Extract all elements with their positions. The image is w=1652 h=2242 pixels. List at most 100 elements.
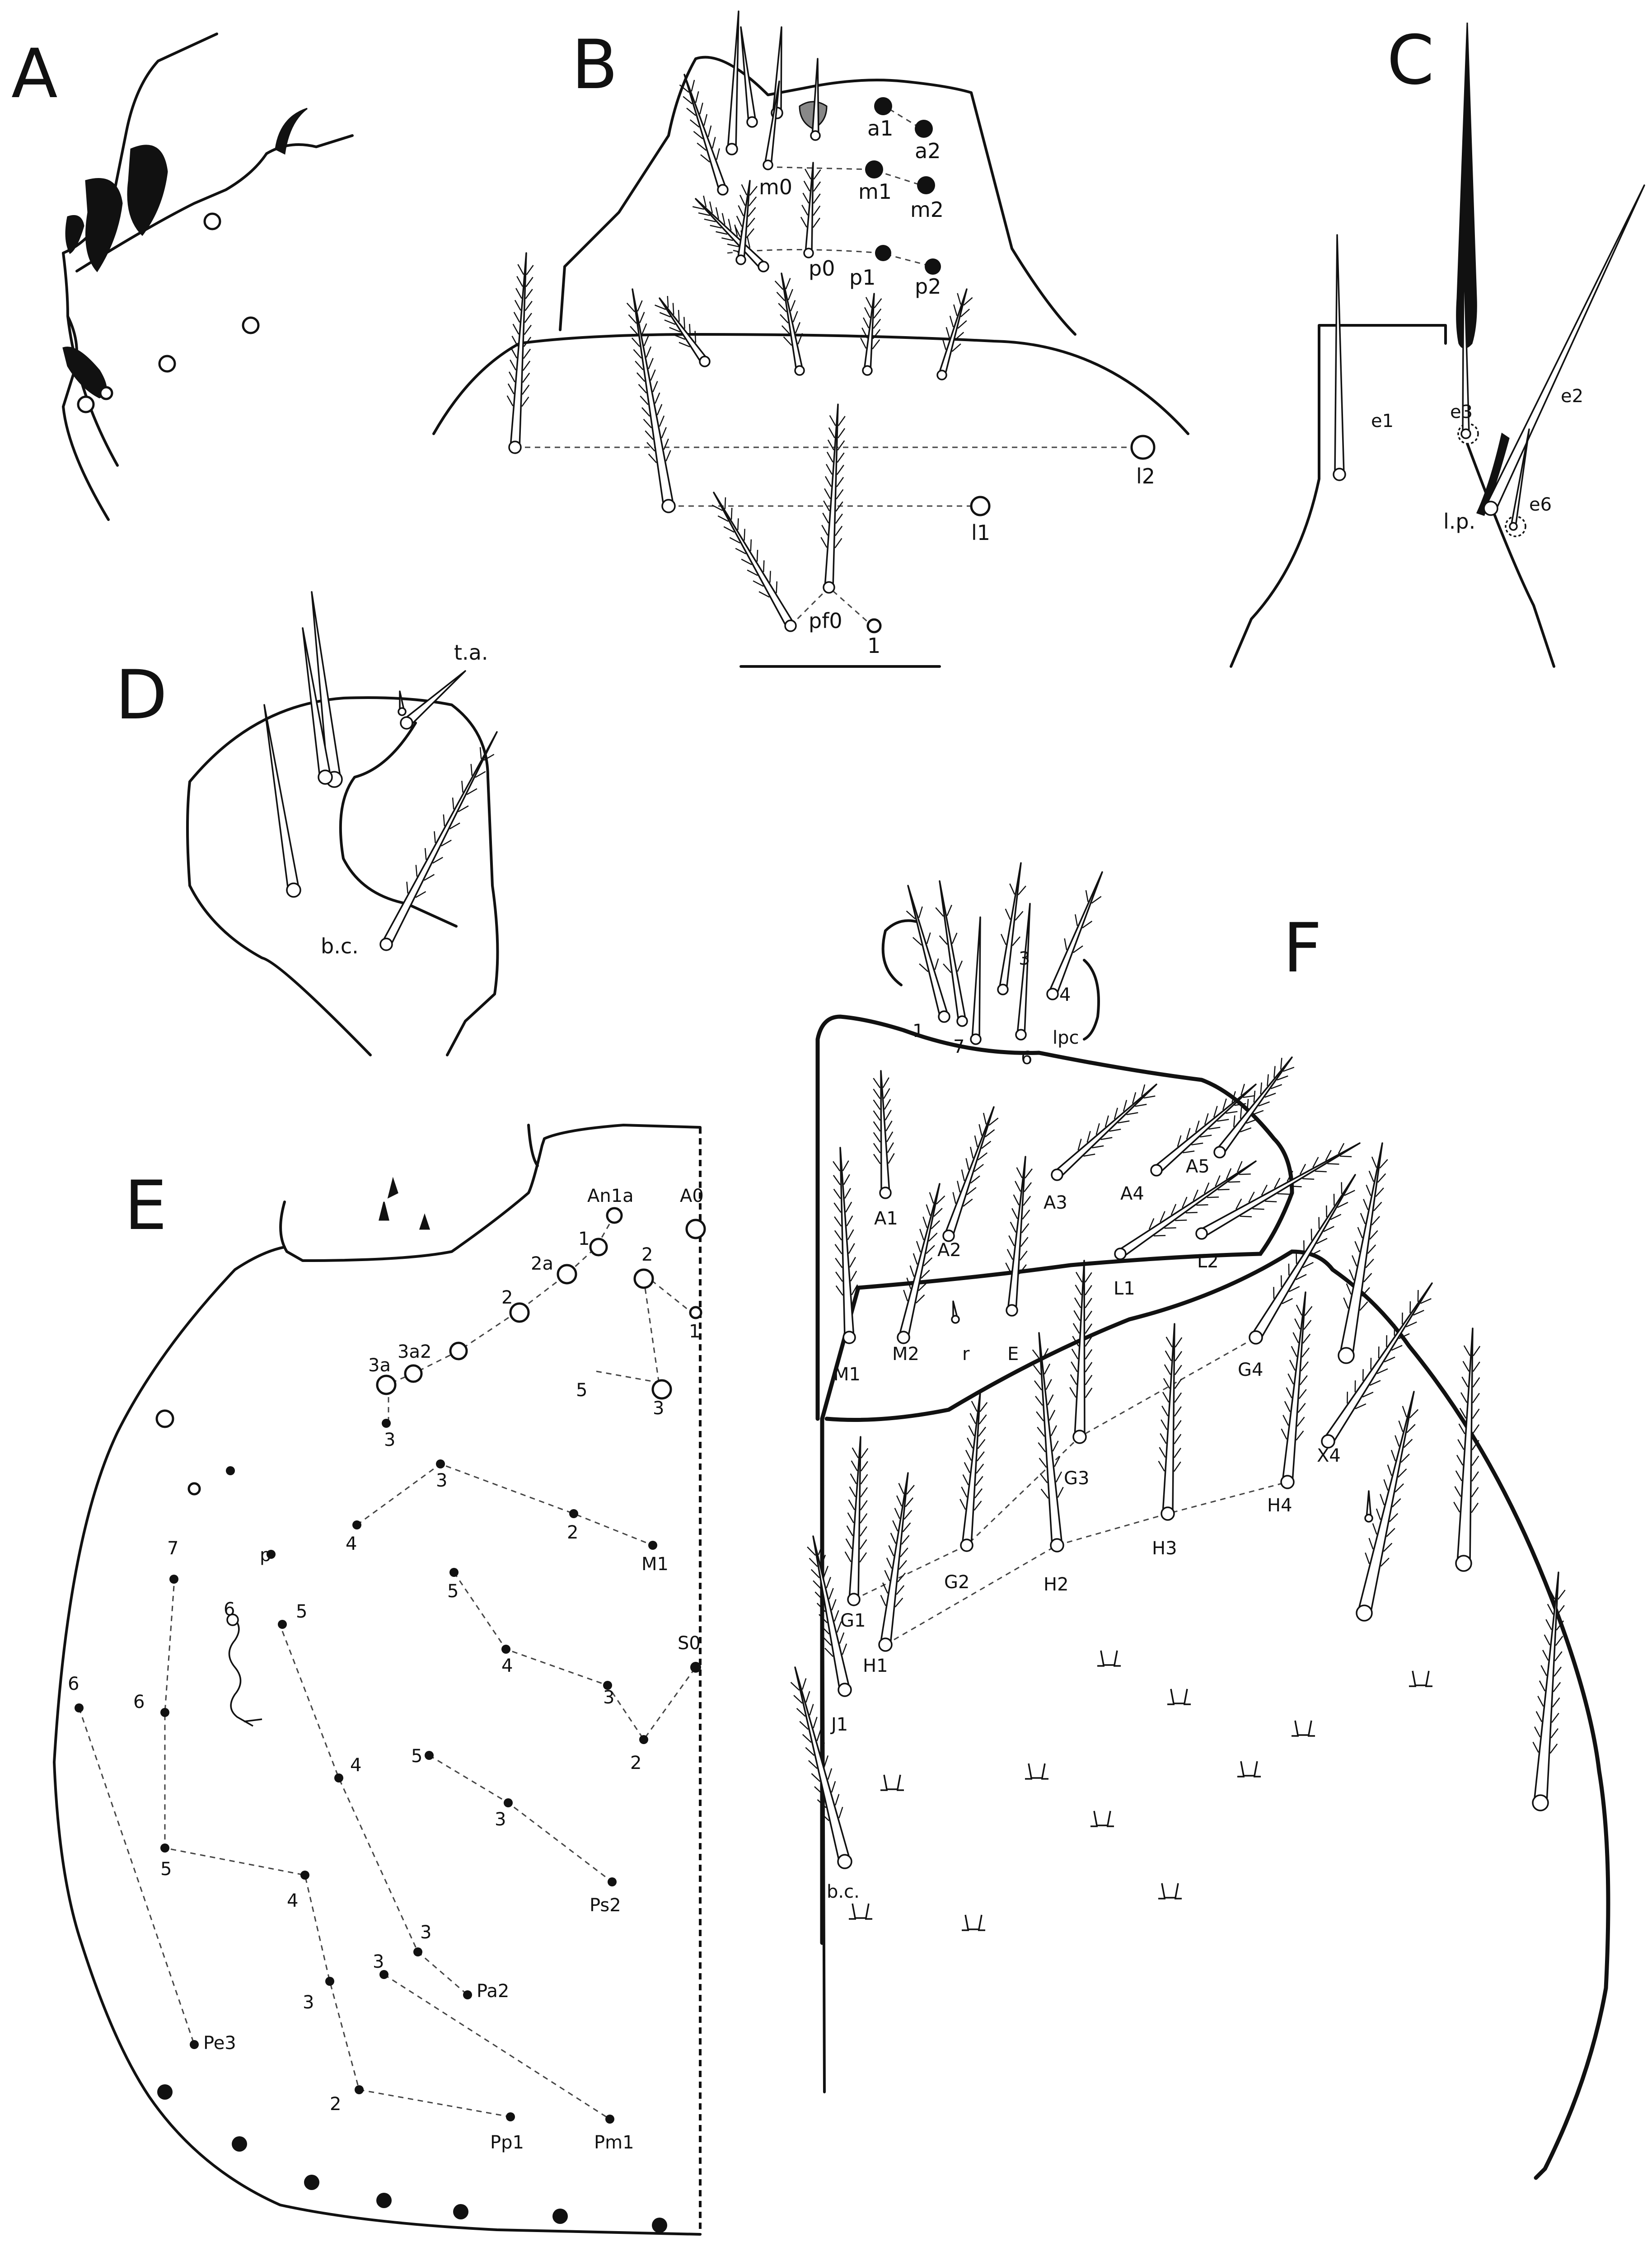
f-J1-barbs bbox=[807, 1543, 847, 1657]
panel-f-trichobothrium-5 bbox=[1237, 1761, 1261, 1778]
label-E-S5: 5 bbox=[447, 1581, 459, 1602]
seta-E-An2 bbox=[509, 1302, 530, 1323]
f-bc-socket bbox=[837, 1854, 852, 1869]
b-seta-p0 bbox=[800, 162, 821, 258]
b-seta-l1 bbox=[626, 288, 676, 513]
label-E-M4: 4 bbox=[346, 1534, 357, 1554]
label-E-Pm1: Pm1 bbox=[594, 2132, 634, 2153]
panel-b-labrum-outline bbox=[559, 56, 1076, 336]
f-G3-socket bbox=[1072, 1430, 1087, 1444]
panel-b-line-m bbox=[777, 166, 922, 186]
panel-f-setae bbox=[790, 862, 1566, 1869]
label-F-lpc: lpc bbox=[1053, 1027, 1079, 1048]
f-L2-socket bbox=[1195, 1227, 1208, 1240]
panel-e-seta-dot-4 bbox=[648, 1541, 657, 1550]
b-seta-5-socket bbox=[810, 130, 821, 141]
label-E-Pe6: 6 bbox=[133, 1692, 145, 1712]
f-L2-barbs bbox=[1235, 1143, 1352, 1218]
panel-c-papilla-central bbox=[1456, 22, 1477, 349]
f-X4-barbs bbox=[1347, 1290, 1432, 1409]
f-g4-big bbox=[1338, 1142, 1388, 1364]
panel-d-segment-outline bbox=[186, 696, 499, 1056]
label-a2: a2 bbox=[915, 139, 941, 163]
panel-b-clypeus-outline bbox=[432, 333, 1189, 435]
f-G1-socket bbox=[847, 1593, 861, 1606]
panel-e-seta-dot-31 bbox=[232, 2136, 247, 2152]
label-F-lpc1: 1 bbox=[913, 1021, 924, 1041]
label-E-M3: 3 bbox=[436, 1470, 447, 1491]
panel-f-trichobothrium-1 bbox=[1167, 1689, 1191, 1705]
f-lpc-7-socket bbox=[970, 1033, 982, 1045]
f-A2-barbs bbox=[952, 1112, 999, 1207]
f-lpc-7 bbox=[970, 916, 982, 1045]
f-E-socket bbox=[1006, 1304, 1018, 1317]
seta-a2-socket bbox=[915, 120, 933, 138]
label-E-Pp2: 2 bbox=[330, 2094, 341, 2115]
c-seta-e1 bbox=[1333, 234, 1346, 481]
label-E-Pe5: 5 bbox=[160, 1859, 172, 1880]
panel-e-seta-dot-9 bbox=[449, 1568, 459, 1577]
b-seta-9-socket bbox=[794, 365, 805, 376]
b-seta-11 bbox=[936, 288, 973, 380]
label-F-H4: H4 bbox=[1267, 1495, 1292, 1516]
label-E-Pa5: 5 bbox=[296, 1601, 307, 1622]
panel-f-labels: 1 3 4 6 7 lpc A1 A2 A3 A4 A5 L1 L2 M1 M2… bbox=[827, 948, 1341, 1902]
panel-e-seta-dot-18 bbox=[75, 1703, 84, 1712]
panel-b-line-p bbox=[727, 249, 933, 267]
label-F-E: E bbox=[1007, 1344, 1019, 1365]
b-seta-l2-socket bbox=[508, 441, 522, 454]
f-E-shaft bbox=[1007, 1156, 1026, 1312]
f-A3-shaft bbox=[1053, 1083, 1157, 1179]
f-A4-socket bbox=[1150, 1164, 1163, 1177]
f-X4-small-socket bbox=[1364, 1514, 1373, 1523]
label-E-Ps3: 3 bbox=[495, 1809, 506, 1830]
panel-e-seta-dot-19 bbox=[160, 1843, 169, 1853]
f-lpc-6-socket bbox=[1015, 1029, 1027, 1041]
panel-e-microchaeta-1 bbox=[387, 1177, 398, 1199]
label-F-A4: A4 bbox=[1120, 1183, 1144, 1204]
b-seta-11-barbs bbox=[942, 293, 973, 352]
seta-p1-socket bbox=[875, 245, 891, 261]
f-M2-shaft bbox=[898, 1183, 941, 1340]
seta-E-A0 bbox=[685, 1219, 706, 1239]
f-A3 bbox=[1051, 1083, 1157, 1181]
f-A1-barbs bbox=[873, 1077, 895, 1164]
panel-e-seta-dot-33 bbox=[376, 2193, 392, 2208]
panel-e-seta-dot-28 bbox=[506, 2112, 515, 2121]
f-s1 bbox=[1356, 1391, 1419, 1622]
panel-f-trichobothrium-10 bbox=[962, 1914, 985, 1931]
d-seta-small bbox=[398, 690, 407, 716]
panel-e-seta-dot-34 bbox=[453, 2204, 468, 2219]
f-X4-small bbox=[1364, 1490, 1373, 1523]
panel-e-seta-dot-36 bbox=[652, 2218, 667, 2233]
panel-e-seta-dot-11 bbox=[603, 1681, 612, 1690]
f-H2 bbox=[1032, 1332, 1064, 1553]
d-seta-1 bbox=[263, 704, 301, 898]
c-seta-e6-socket bbox=[1509, 522, 1518, 531]
panel-e-microchaeta-3 bbox=[419, 1213, 431, 1230]
f-L1-barbs bbox=[1148, 1161, 1251, 1237]
seta-E-A2a bbox=[557, 1264, 577, 1285]
f-M1-barbs bbox=[833, 1160, 858, 1296]
f-G4 bbox=[1249, 1174, 1356, 1345]
label-pf0: pf0 bbox=[809, 609, 842, 633]
label-F-A2: A2 bbox=[937, 1240, 961, 1261]
f-A1-socket bbox=[879, 1187, 892, 1199]
panel-e-seta-dot-20 bbox=[300, 1871, 309, 1880]
seta-E-A1 bbox=[689, 1306, 702, 1319]
b-seta-4-socket bbox=[717, 184, 729, 196]
f-H4 bbox=[1280, 1291, 1313, 1489]
seta-E-A3a bbox=[376, 1374, 397, 1395]
c-seta-e3 bbox=[1460, 243, 1471, 439]
f-G3-barbs bbox=[1069, 1271, 1093, 1398]
label-E-A3a: 3a bbox=[368, 1355, 391, 1376]
label-F-X4: X4 bbox=[1317, 1445, 1341, 1466]
label-F-M1: M1 bbox=[833, 1364, 861, 1385]
panel-f-trichobothrium-7 bbox=[1090, 1810, 1114, 1827]
label-bc: b.c. bbox=[321, 934, 359, 958]
label-p1: p1 bbox=[849, 265, 875, 290]
eye-ring-3 bbox=[158, 355, 176, 373]
label-E-Pp4: 4 bbox=[287, 1890, 298, 1911]
label-E-S3: 3 bbox=[603, 1687, 614, 1708]
b-seta-m0-socket bbox=[763, 159, 773, 170]
